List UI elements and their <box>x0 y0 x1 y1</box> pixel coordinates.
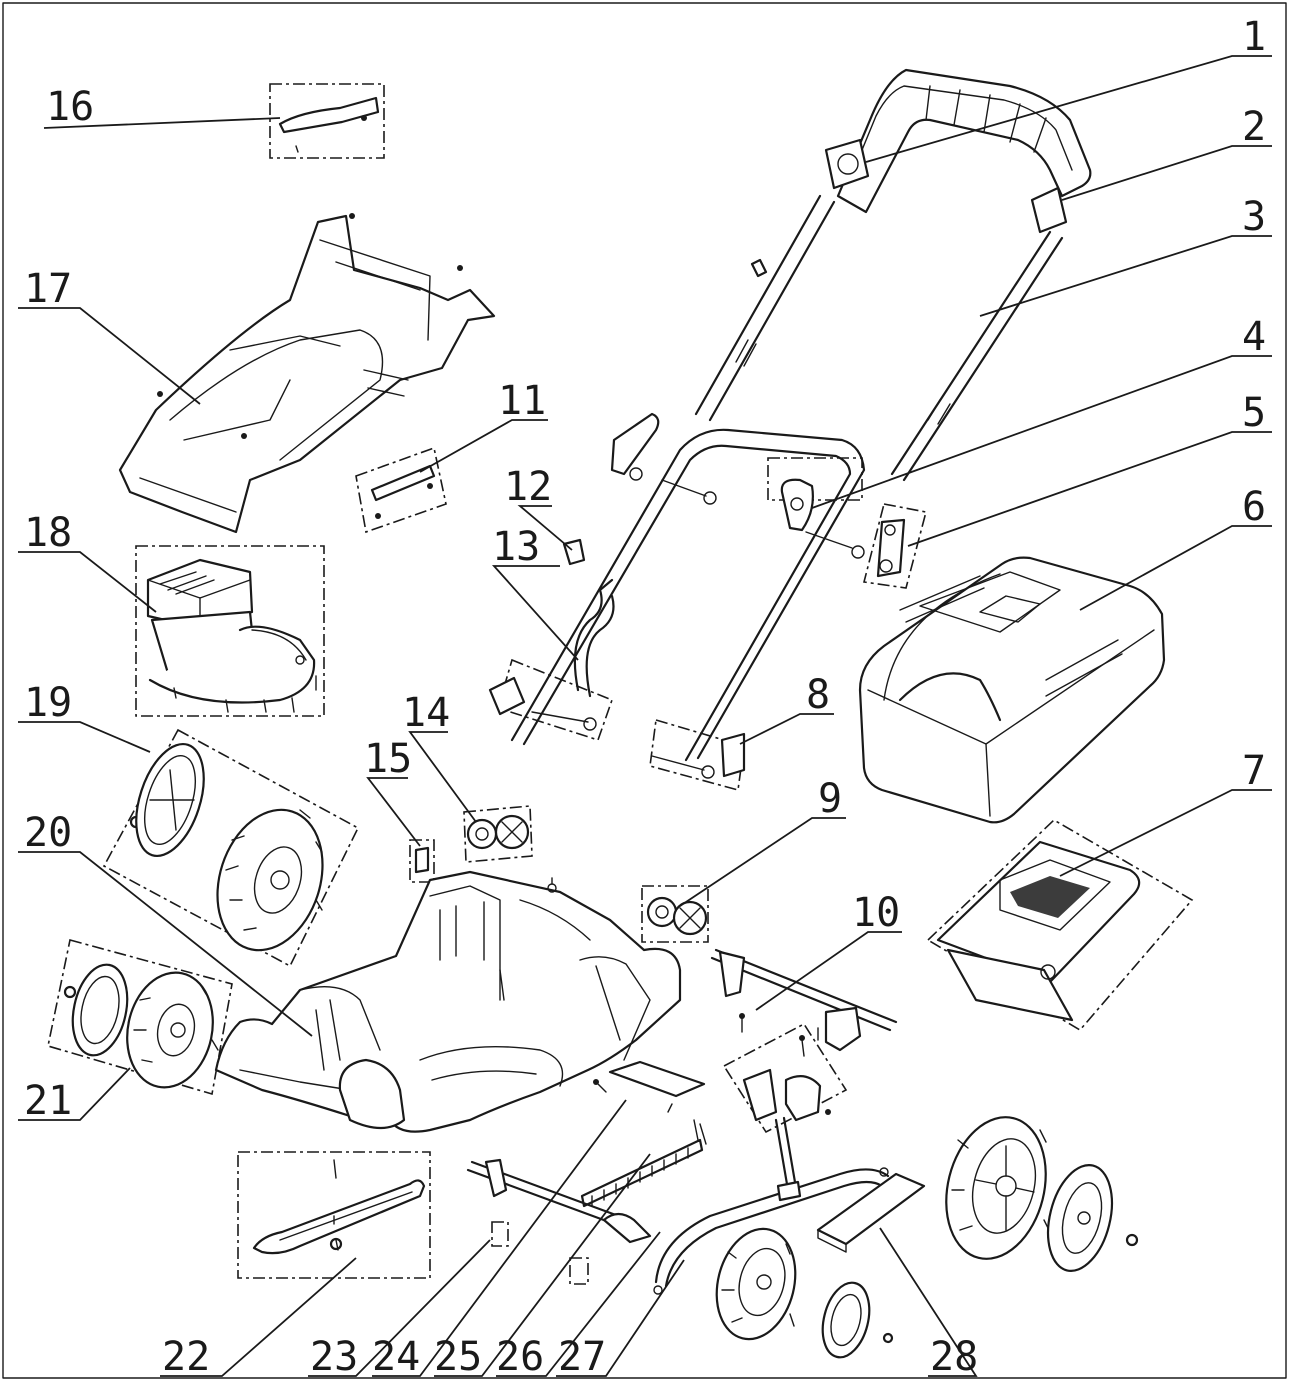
height-adjuster-9 <box>641 885 709 943</box>
switch-box <box>722 1022 848 1134</box>
callout-7: 7 <box>1242 748 1266 794</box>
callout-2: 2 <box>1242 104 1266 150</box>
callout-19: 19 <box>24 680 72 726</box>
rear-wheel-left-19 <box>102 728 360 968</box>
motor-18 <box>135 545 325 717</box>
callout-labels: 1 2 3 4 5 6 7 8 9 10 11 12 13 14 15 16 1… <box>24 14 1266 1380</box>
tension-knob-5 <box>863 503 927 589</box>
callout-21: 21 <box>24 1078 72 1124</box>
callout-12: 12 <box>504 464 552 510</box>
leader-lines <box>18 55 1272 1377</box>
rake-26 <box>580 1060 707 1208</box>
upper-handle <box>694 68 1092 482</box>
callout-15: 15 <box>364 736 412 782</box>
mower-deck-20 <box>214 870 682 1133</box>
blade-22 <box>237 1151 431 1279</box>
callout-17: 17 <box>24 266 72 312</box>
carry-handle-16 <box>269 83 385 159</box>
handle-mount-right <box>649 718 746 792</box>
callout-9: 9 <box>818 776 842 822</box>
callout-16: 16 <box>46 84 94 130</box>
callout-26: 26 <box>496 1334 544 1380</box>
mulch-plug-28 <box>816 1172 926 1253</box>
front-axle-24 <box>466 1158 652 1285</box>
height-adjuster-14 <box>463 805 533 863</box>
lower-handle <box>510 412 866 762</box>
front-wheel-left-21 <box>47 939 233 1096</box>
front-wheel-right <box>715 1227 894 1359</box>
callout-10: 10 <box>852 890 900 936</box>
callout-24: 24 <box>372 1334 420 1380</box>
rear-linkage-27 <box>653 1116 890 1295</box>
callout-6: 6 <box>1242 484 1266 530</box>
rear-wheel-right <box>945 1116 1139 1272</box>
callout-3: 3 <box>1242 194 1266 240</box>
callout-1: 1 <box>1242 14 1266 60</box>
callout-20: 20 <box>24 810 72 856</box>
clip-15 <box>409 839 435 883</box>
callout-13: 13 <box>492 524 540 570</box>
callout-25: 25 <box>434 1334 482 1380</box>
switch-strip-11 <box>355 446 447 534</box>
callout-22: 22 <box>162 1334 210 1380</box>
callout-28: 28 <box>930 1334 978 1380</box>
callout-18: 18 <box>24 510 72 556</box>
grass-box <box>858 556 1166 824</box>
handle-mount-left <box>488 658 614 741</box>
callout-23: 23 <box>310 1334 358 1380</box>
motor-cover <box>118 213 496 534</box>
rear-flap-7 <box>926 819 1194 1032</box>
callout-27: 27 <box>558 1334 606 1380</box>
callout-8: 8 <box>806 672 830 718</box>
callout-5: 5 <box>1242 390 1266 436</box>
callout-14: 14 <box>402 690 450 736</box>
rear-axle-10 <box>710 948 898 1057</box>
callout-4: 4 <box>1242 314 1266 360</box>
handle-bracket-4 <box>767 457 865 559</box>
callout-11: 11 <box>498 378 546 424</box>
